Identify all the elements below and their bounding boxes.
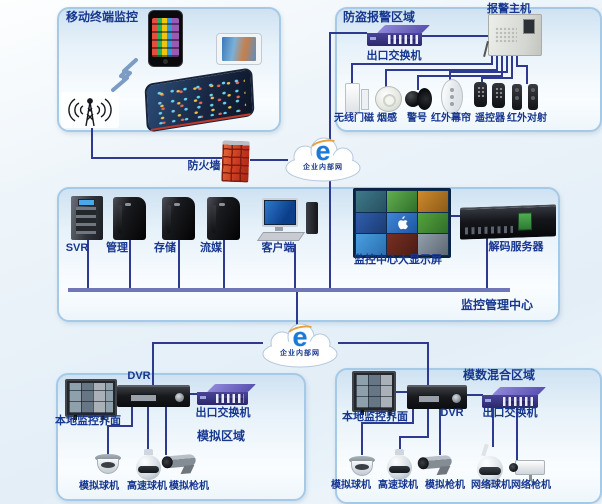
video-wall-label: 监控中心大显示屏 xyxy=(354,254,442,266)
firewall-icon xyxy=(221,140,250,183)
hybrid-camera-label: 网络球机 xyxy=(471,480,511,491)
speed-dome-camera-icon xyxy=(387,449,412,480)
analog-camera-label: 模拟球机 xyxy=(79,481,119,492)
alarm-switch-label: 出口交换机 xyxy=(366,50,422,62)
mobile-zone-title: 移动终端监控 xyxy=(66,10,139,24)
exit-switch-alarm xyxy=(367,25,430,46)
alarm-host-device xyxy=(483,14,542,58)
hybrid-zone-title: 模数混合区域 xyxy=(462,368,536,382)
alarm-device-label: 警号 xyxy=(407,113,427,124)
analog-dvr-label: DVR xyxy=(127,370,151,382)
network-box-camera-icon xyxy=(509,460,545,481)
server-label-management: 管理 xyxy=(106,242,128,254)
analog-monitor-label: 本地监控界面 xyxy=(55,415,121,427)
alarm-device-label: 无线门磁 xyxy=(334,113,374,124)
network-dome-camera-icon xyxy=(477,443,503,487)
apple-logo-icon xyxy=(387,212,417,234)
analog-camera-label: 模拟枪机 xyxy=(169,481,209,492)
decoder-server-icon xyxy=(460,204,556,240)
alarm-device-label: 烟感 xyxy=(377,113,397,124)
management-center-title: 监控管理中心 xyxy=(460,298,534,312)
client-workstation-icon xyxy=(256,198,318,242)
alarm-host-label: 报警主机 xyxy=(487,3,531,15)
local-monitor-analog xyxy=(65,379,117,420)
analog-dome-camera-icon xyxy=(349,456,375,476)
alarm-device-label: 遥控器 xyxy=(475,113,505,124)
hybrid-camera-label: 模拟枪机 xyxy=(425,480,465,491)
server-label-storage: 存储 xyxy=(154,242,176,254)
hybrid-camera-label: 模拟球机 xyxy=(331,480,371,491)
exit-switch-hybrid xyxy=(482,387,546,408)
alarm-device-label: 红外对射 xyxy=(507,113,547,124)
intranet-cloud-bottom: e xyxy=(260,323,340,369)
door-magnet-icon xyxy=(345,83,369,113)
exit-switch-analog xyxy=(197,384,256,405)
speed-dome-camera-icon xyxy=(136,449,161,480)
client-label: 客户端 xyxy=(261,242,295,254)
server-label-streaming: 流媒 xyxy=(200,242,222,254)
analog-zone-title: 模拟区域 xyxy=(196,429,246,443)
hybrid-camera-label: 高速球机 xyxy=(378,480,418,491)
alarm-device-label: 红外幕帘 xyxy=(431,113,471,124)
wireless-signal-icon xyxy=(111,58,138,92)
dvr-device-analog xyxy=(117,385,190,407)
ie-logo-icon: e xyxy=(292,322,308,352)
ir-beam-icon xyxy=(512,84,540,110)
analog-camera-label: 高速球机 xyxy=(127,481,167,492)
hybrid-monitor-label: 本地监控界面 xyxy=(342,411,408,423)
analog-bullet-camera-icon xyxy=(167,453,197,475)
hybrid-switch-label: 出口交换机 xyxy=(482,407,538,419)
firewall-label: 防火墙 xyxy=(187,160,221,172)
analog-dome-camera-icon xyxy=(95,454,121,474)
hybrid-dvr-label: DVR xyxy=(440,407,464,419)
server-label-svr: SVR xyxy=(65,242,89,254)
storage-server-icon xyxy=(162,197,195,240)
ie-logo-icon: e xyxy=(315,136,331,166)
intranet-cloud-top: e xyxy=(283,137,363,183)
alarm-zone-title: 防盗报警区域 xyxy=(343,10,416,24)
analog-bullet-camera-icon xyxy=(423,454,453,476)
decoder-label: 解码服务器 xyxy=(488,241,544,253)
svr-server-icon xyxy=(71,196,103,240)
ir-curtain-icon xyxy=(441,79,463,114)
intranet-label-bottom: 企业内部网 xyxy=(280,350,320,357)
video-wall-icon xyxy=(353,188,451,258)
remote-control-icon xyxy=(474,82,508,108)
dvr-device-hybrid xyxy=(407,385,467,409)
streaming-server-icon xyxy=(207,197,240,240)
local-monitor-hybrid xyxy=(352,371,396,415)
hybrid-camera-label: 网络枪机 xyxy=(511,480,551,491)
intranet-label-top: 企业内部网 xyxy=(303,164,343,171)
phone-landscape-icon xyxy=(216,33,262,65)
siren-icon xyxy=(405,88,432,110)
smartphone-icon xyxy=(148,10,183,67)
antenna-tower-icon xyxy=(61,92,119,128)
analog-switch-label: 出口交换机 xyxy=(195,407,251,419)
smoke-detector-icon xyxy=(375,86,402,112)
management-server-icon xyxy=(113,197,146,240)
